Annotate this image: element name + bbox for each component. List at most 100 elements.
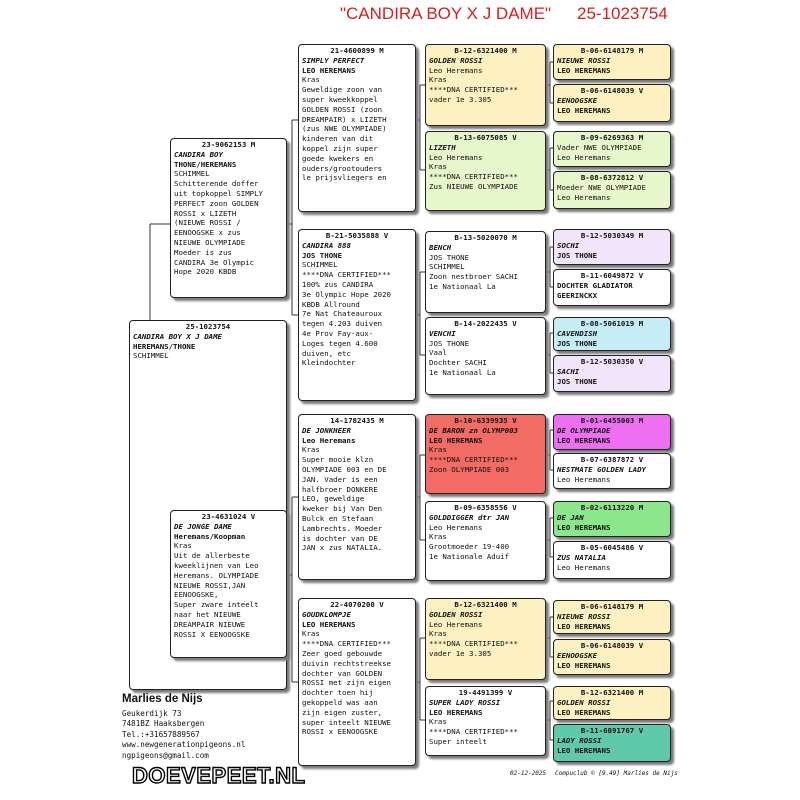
ring-number: B-13-5020070 M	[454, 233, 517, 242]
description-line: Super inteelt	[429, 736, 487, 746]
description-line: Geweldige zoon van	[302, 85, 383, 95]
description-line: Schitterende doffer	[174, 179, 259, 189]
description-line: dochter toen hij	[302, 688, 374, 698]
pedigree-card-g10[interactable]: B-07-6387872 V NESTMATE GOLDEN LADY Leo …	[553, 453, 671, 489]
pedigree-card-dsd[interactable]: B-09-6358556 V GOLDDIGGER dtr JAN Leo He…	[425, 501, 546, 581]
pedigree-card-g15[interactable]: B-12-6321400 M GOLDEN ROSSI LEO HEREMANS	[553, 686, 671, 720]
pedigree-card-dds[interactable]: B-12-6321400 M GOLDEN ROSSI Leo Heremans…	[425, 598, 546, 680]
description-line: ROSSI x EENOOGSKE	[302, 727, 378, 737]
ring-number: 22-4070200 V	[330, 600, 384, 609]
ring-number: B-06-6148039 V	[580, 641, 644, 650]
description-line: 4e Prov Fay-aux-	[302, 328, 374, 338]
breeder-info: Marlies de Nijs Geukerdijk 73 7481BZ Haa…	[122, 692, 302, 761]
pedigree-card-g7[interactable]: B-08-5061019 M CAVENDISH JOS THONE	[553, 317, 671, 351]
pedigree-card-sss[interactable]: B-12-6321400 M GOLDEN ROSSI Leo Heremans…	[425, 44, 546, 126]
breeder-name: LEO HEREMANS	[557, 65, 611, 75]
description-line: duiven, etc	[302, 348, 351, 358]
pedigree-ring-number: 25-1023754	[577, 4, 668, 23]
description-line: koppel zijn super	[302, 143, 378, 153]
breeder-street: Geukerdijk 73	[122, 709, 182, 718]
pedigree-card-g5[interactable]: B-12-5030349 M SOCHI JOS THONE	[553, 229, 671, 265]
pedigree-card-dam-dam[interactable]: 22-4070200 V GOUDKLOMPJE LEO HEREMANS Kr…	[298, 598, 416, 766]
pedigree-card-dam[interactable]: 23-4631024 V DE JONGE DAME Heremans/Koop…	[170, 510, 287, 658]
description-line: kinderen van dit	[302, 134, 374, 144]
pedigree-card-g1[interactable]: B-06-6148179 M NIEUWE ROSSI LEO HEREMANS	[553, 44, 671, 80]
description-line: Kras	[429, 532, 447, 542]
pedigree-card-g9[interactable]: B-01-6455003 M DE OLYMPIADE LEO HEREMANS	[553, 414, 671, 450]
breeder-name: Leo Heremans	[302, 435, 356, 445]
breeder-name: Leo Heremans	[429, 619, 483, 629]
pigeon-name: LIZETH	[429, 142, 456, 152]
breeder-website[interactable]: www.newgenerationpigeons.nl	[122, 740, 246, 750]
description-line: NIEUWE OLYMPIADE	[174, 237, 246, 247]
description-line: le prijsvliegers en	[302, 173, 387, 183]
description-line: Kras	[429, 629, 447, 639]
pigeon-name: DE JONGE DAME	[174, 521, 232, 531]
description-line: ****DNA CERTIFIED***	[429, 727, 518, 737]
pedigree-card-g4[interactable]: B-08-6372812 V Moeder NWE OLYMPIADE Leo …	[553, 171, 671, 209]
pedigree-card-sire[interactable]: 23-9062153 M CANDIRA BOY THONE/HEREMANS …	[170, 138, 287, 298]
breeder-name: Leo Heremans	[557, 562, 611, 572]
breeder-name: LEO HEREMANS	[429, 707, 483, 717]
breeder-name: Heremans/Koopman	[174, 531, 246, 541]
breeder-name: HEREMANS/THONE	[133, 341, 196, 351]
pedigree-card-g6[interactable]: B-11-6049872 V DOCHTER GLADIATOR GEERINC…	[553, 269, 671, 306]
ring-number: B-12-6321400 M	[454, 46, 517, 55]
ring-number: B-09-6358556 V	[454, 503, 517, 512]
pedigree-card-ssd[interactable]: B-13-6075085 V LIZETH Leo Heremans Kras …	[425, 131, 546, 211]
description-line: ****DNA CERTIFIED***	[429, 172, 518, 182]
description-line: Leo Heremans	[557, 192, 611, 202]
breeder-name: LEO HEREMANS	[557, 660, 611, 670]
ring-number: B-08-6372812 V	[580, 173, 644, 182]
breeder-name: LEO HEREMANS	[302, 619, 356, 629]
pedigree-card-g2[interactable]: B-06-6148039 V EENOOGSKE LEO HEREMANS	[553, 84, 671, 122]
description-line: PERFECT zoon GOLDEN	[174, 198, 259, 208]
description-line: Heremans. OLYMPIADE	[174, 570, 259, 580]
breeder-name: LEO HEREMANS	[557, 105, 611, 115]
description-line: EENOOGSKE,	[174, 590, 219, 600]
pedigree-card-ddd[interactable]: 19-4491399 V SUPER LADY ROSSI LEO HEREMA…	[425, 686, 546, 756]
pedigree-card-sds[interactable]: B-13-5020070 M BENCH JOS THONE SCHIMMEL …	[425, 231, 546, 313]
description-line: is dochter van DE	[302, 533, 378, 543]
description-line: Kras	[429, 717, 447, 727]
ring-number: B-11-6049872 V	[580, 271, 644, 280]
pedigree-card-g14[interactable]: B-06-6148039 V EENOOGSKE LEO HEREMANS	[553, 639, 671, 675]
pedigree-card-g11[interactable]: B-02-6113220 M DE JAN LEO HEREMANS	[553, 501, 671, 537]
pigeon-name: DE JONKHEER	[302, 425, 351, 435]
breeder-name: JOS THONE	[557, 250, 598, 260]
description-line: ****DNA CERTIFIED***	[302, 270, 391, 280]
pedigree-card-sire-dam[interactable]: B-21-5035888 V CANDIRA 888 JOS THONE SCH…	[298, 229, 416, 401]
pedigree-card-dss[interactable]: B-10-6339935 V DE BARON zn OLYMP003 LEO …	[425, 414, 546, 494]
pedigree-card-g12[interactable]: B-05-6045486 V ZUS NATALIA Leo Heremans	[553, 541, 671, 579]
description-line: naar het NIEUWE	[174, 609, 241, 619]
ring-number: B-06-6148039 V	[580, 86, 644, 95]
description-line: KBDB Allround	[302, 299, 360, 309]
pigeon-name: ZUS NATALIA	[557, 552, 606, 562]
breeder-email[interactable]: ngpigeons@gmail.com	[122, 750, 209, 760]
pedigree-card-g3[interactable]: B-09-6269363 M Vader NWE OLYMPIADE Leo H…	[553, 131, 671, 167]
ring-number: B-06-6148179 M	[580, 46, 644, 55]
software-credit: Compuclub © [9.49] Marlies de Nijs	[555, 770, 678, 777]
pedigree-card-sire-sire[interactable]: 21-4600899 M SIMPLY PERFECT LEO HEREMANS…	[298, 44, 416, 212]
description-line: Zoon OLYMPIADE 003	[429, 464, 510, 474]
description-line: Kras	[429, 162, 447, 172]
pigeon-name: GOUDKLOMPJE	[302, 609, 351, 619]
pedigree-card-dam-sire[interactable]: 14-1782435 M DE JONKHEER Leo Heremans Kr…	[298, 414, 416, 580]
description-line: DOCHTER GLADIATOR	[557, 280, 633, 290]
pedigree-card-g8[interactable]: B-12-5030350 V SACHI JOS THONE	[553, 355, 671, 392]
description-line: goede kwekers en	[302, 153, 374, 163]
description-line: EENOOGSKE x zus	[174, 228, 241, 238]
description-line: (NIEUWE ROSSI /	[174, 218, 241, 228]
ring-number: B-09-6269363 M	[580, 133, 644, 142]
ring-number: B-02-6113220 M	[580, 503, 644, 512]
ring-number: B-12-6321400 M	[580, 688, 644, 697]
pedigree-card-g16[interactable]: B-11-6091767 V LADY ROSSI LEO HEREMANS	[553, 724, 671, 762]
description-line: SCHIMMEL	[302, 260, 338, 270]
breeder-name: LEO HEREMANS	[429, 435, 483, 445]
pedigree-card-sdd[interactable]: B-14-2022435 V VENCHI JOS THONE Vaal Doc…	[425, 317, 546, 395]
pedigree-header: "CANDIRA BOY X J DAME" 25-1023754	[0, 0, 800, 28]
description-line: Super zware inteelt	[174, 600, 259, 610]
ring-number: 25-1023754	[185, 322, 231, 331]
pedigree-card-g13[interactable]: B-06-6148179 M NIEUWE ROSSI LEO HEREMANS	[553, 600, 671, 634]
description-line: ouders/grootouders	[302, 163, 383, 173]
